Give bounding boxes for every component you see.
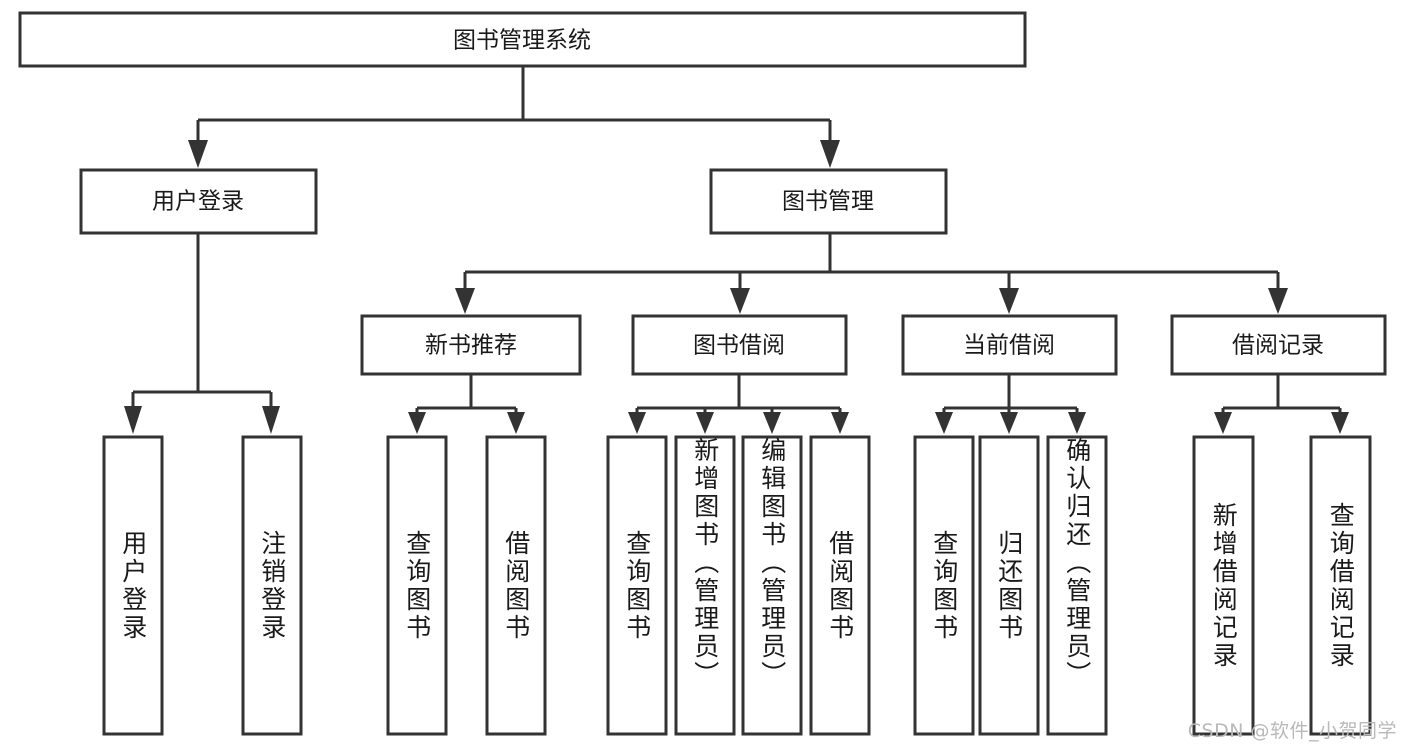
arrow-leaf-borrow-book-1 (507, 412, 525, 434)
node-leaf-query-book-2-box[interactable] (606, 435, 668, 736)
node-leaf-query-record-box[interactable] (1309, 435, 1372, 736)
arrow-leaf-query-book-3 (935, 412, 953, 434)
node-book-manage-label: 图书管理 (782, 189, 874, 215)
node-leaf-return-book-box[interactable] (978, 435, 1040, 736)
node-root-label: 图书管理系统 (453, 28, 591, 54)
arrow-leaf-return-book (1000, 412, 1018, 434)
arrow-current-borrow (999, 288, 1019, 314)
node-new-book-rec-label: 新书推荐 (425, 333, 517, 359)
arrow-leaf-confirm-return (1068, 412, 1086, 434)
node-current-borrow-box[interactable] (901, 314, 1118, 376)
arrow-borrow-record (1268, 288, 1288, 314)
arrow-leaf-edit-book (763, 412, 781, 434)
node-new-book-rec-box[interactable] (360, 314, 582, 376)
node-leaf-add-record-box[interactable] (1192, 435, 1255, 736)
node-user-login-label: 用户登录 (152, 189, 244, 215)
arrow-book-borrow (730, 288, 750, 314)
connector-layer (124, 66, 1349, 434)
node-leaf-borrow-book-1-box[interactable] (485, 435, 547, 736)
node-layer: 图书管理系统 用户登录 图书管理 新书推荐 图书借阅 当前借阅 借阅记录 (18, 11, 1387, 736)
node-borrow-record-box[interactable] (1170, 314, 1387, 376)
node-leaf-query-book-3-box[interactable] (913, 435, 975, 736)
csdn-watermark: CSDN @软件_小贺同学 (1187, 720, 1397, 742)
node-root-box[interactable] (18, 11, 1027, 68)
node-book-manage-box[interactable] (709, 168, 948, 235)
arrow-leaf-user-login (124, 406, 142, 434)
node-leaf-user-logout-box[interactable] (241, 435, 303, 736)
node-current-borrow-label: 当前借阅 (963, 333, 1055, 359)
node-leaf-query-book-1-box[interactable] (386, 435, 448, 736)
arrow-leaf-borrow-book-2 (831, 412, 849, 434)
node-leaf-edit-book-box[interactable] (741, 435, 803, 736)
node-borrow-record-label: 借阅记录 (1232, 333, 1324, 359)
arrow-leaf-user-logout (262, 406, 280, 434)
arrow-leaf-add-book (696, 412, 714, 434)
node-leaf-add-book-box[interactable] (674, 435, 736, 736)
arrow-new-book-rec (455, 288, 475, 314)
arrow-book-manage (820, 140, 840, 168)
node-book-borrow-label: 图书借阅 (693, 333, 785, 359)
arrow-leaf-query-record (1331, 412, 1349, 434)
node-leaf-borrow-book-2-box[interactable] (809, 435, 871, 736)
arrow-leaf-query-book-1 (408, 412, 426, 434)
arrow-user-login (188, 140, 208, 168)
node-book-borrow-box[interactable] (631, 314, 848, 376)
node-leaf-user-login-box[interactable] (102, 435, 164, 736)
node-leaf-confirm-return-box[interactable] (1046, 435, 1108, 736)
arrow-leaf-add-record (1214, 412, 1232, 434)
node-user-login-box[interactable] (79, 168, 318, 235)
arrow-leaf-query-book-2 (628, 412, 646, 434)
